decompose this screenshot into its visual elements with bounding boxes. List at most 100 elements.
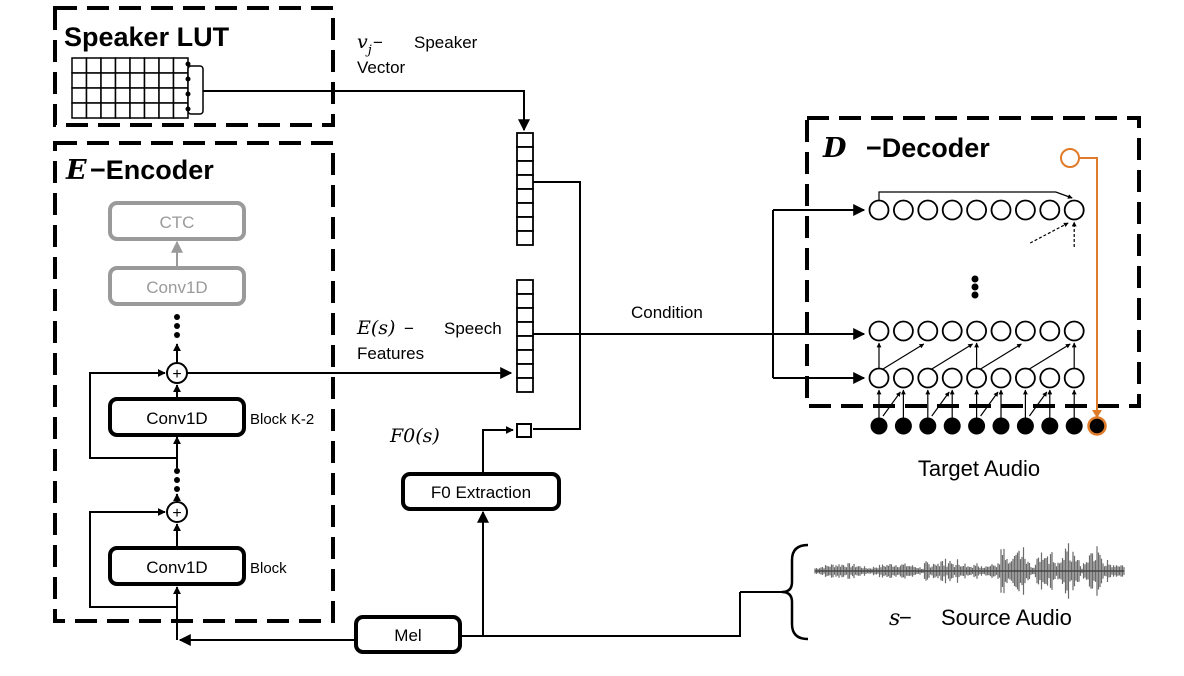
lut-cell <box>71 57 88 74</box>
decoder-neuron <box>868 367 890 389</box>
lut-cell <box>100 72 117 89</box>
lut-cell <box>129 87 146 104</box>
sum-node-lower <box>166 501 188 523</box>
decoder-neuron <box>990 199 1012 221</box>
target-audio-sample <box>1016 417 1034 435</box>
speaker-vector-label-line2: Vector <box>357 58 406 77</box>
f0-extraction-label: F0 Extraction <box>431 483 531 502</box>
lut-cell <box>114 72 131 89</box>
decoder-neuron <box>893 199 914 221</box>
source-audio-label: Source Audio <box>941 605 1072 630</box>
lut-cell <box>143 102 160 119</box>
lut-cell <box>85 72 102 89</box>
decoder-dilated-edge <box>1029 343 1071 370</box>
conv1d-mid-box <box>108 397 246 437</box>
source-audio-brace <box>781 543 809 641</box>
ctc-box <box>108 201 246 241</box>
decoder-input-edge <box>931 391 950 417</box>
decoder-neuron <box>966 367 987 389</box>
target-audio-sample <box>894 417 912 435</box>
decoder-input-edge <box>882 391 901 417</box>
decoder-neuron <box>917 367 939 389</box>
lut-cell <box>143 87 160 104</box>
lut-cell <box>114 87 131 104</box>
decoder-neuron <box>941 367 963 389</box>
decoder-dilated-edge <box>882 343 925 370</box>
decoder-neuron <box>1015 199 1036 221</box>
source-audio-waveform <box>814 543 1125 599</box>
arrow-f0-extraction-to-f0 <box>482 426 514 474</box>
decoder-neuron <box>1039 199 1061 221</box>
lut-row-marker <box>185 106 191 112</box>
speaker-vector-cell <box>516 202 534 218</box>
speaker-lookup-table <box>71 57 204 119</box>
lut-row-marker <box>185 76 191 82</box>
lut-cell <box>114 102 131 119</box>
lut-row-marker <box>185 61 191 67</box>
speaker-vector-cell <box>516 132 534 148</box>
block-label: Block <box>250 560 287 577</box>
decoder-neuron <box>917 199 939 221</box>
lut-cell <box>71 87 88 104</box>
speaker-vector-cell <box>516 146 534 162</box>
lut-cell <box>143 72 160 89</box>
decoder-input-edge <box>980 391 999 417</box>
decoder-top-edge <box>878 191 1073 200</box>
speech-feature-cell <box>516 293 534 309</box>
generated-sample <box>1087 416 1107 436</box>
decoder-neuron <box>868 320 890 342</box>
encoder-symbol: E <box>65 155 87 186</box>
lut-cell <box>85 102 102 119</box>
target-audio-sample <box>943 417 961 435</box>
speaker-vector-cell <box>516 230 534 246</box>
ellipsis-dots-upper <box>174 314 180 338</box>
decoder-neuron <box>1015 367 1036 389</box>
decoder-neuron <box>941 320 963 342</box>
conv1d-top-box <box>108 266 246 306</box>
speaker-vector-cell <box>516 216 534 232</box>
lut-cell <box>172 57 189 74</box>
speech-features-label-line2: Features <box>357 344 424 363</box>
lut-cell <box>143 57 160 74</box>
lut-cell <box>158 87 175 104</box>
f0-cell <box>516 423 532 438</box>
speaker-vector-symbol: vj <box>357 31 372 58</box>
sum-symbol-upper: + <box>172 366 181 383</box>
decoder-neuron <box>1039 320 1061 342</box>
decoder-neuron <box>893 320 914 342</box>
decoder-neuron <box>1063 367 1085 389</box>
speaker-vector-label-line1: Speaker <box>414 33 478 52</box>
decoder-output-feedback <box>1079 157 1098 416</box>
target-audio-sample <box>992 417 1010 435</box>
lut-cell <box>129 72 146 89</box>
conv1d-bottom-box <box>108 546 246 586</box>
decoder-neuron <box>990 367 1012 389</box>
connector-speaker-vector-to-condition <box>533 181 581 430</box>
decoder-dilated-edge <box>931 343 974 370</box>
decoder-layer-ellipsis <box>971 275 979 299</box>
speaker-vector-dash: − <box>373 33 383 52</box>
lut-cell <box>129 57 146 74</box>
encoder-frame <box>53 141 335 623</box>
decoder-neuron <box>1063 320 1085 342</box>
residual-skip-lower <box>89 508 177 608</box>
f0-extraction-box <box>401 472 561 511</box>
speech-feature-cell <box>516 307 534 323</box>
decoder-neuron <box>990 320 1012 342</box>
lut-cell <box>100 87 117 104</box>
sum-symbol-lower: + <box>172 505 181 522</box>
lut-cell <box>71 72 88 89</box>
decoder-neuron <box>1063 199 1085 221</box>
ellipsis-dots-lower <box>174 468 180 492</box>
speaker-vector-cell <box>516 160 534 176</box>
decoder-neuron <box>868 199 890 221</box>
speech-features-label-line1: Speech <box>444 319 502 338</box>
conv1d-mid-label: Conv1D <box>146 409 207 428</box>
lut-cell <box>158 57 175 74</box>
speech-feature-cell <box>516 335 534 351</box>
decoder-neuron <box>1015 320 1036 342</box>
encoder-title: −Encoder <box>90 155 214 185</box>
speech-feature-cell <box>516 279 534 295</box>
speaker-lut-title: Speaker LUT <box>64 22 230 52</box>
